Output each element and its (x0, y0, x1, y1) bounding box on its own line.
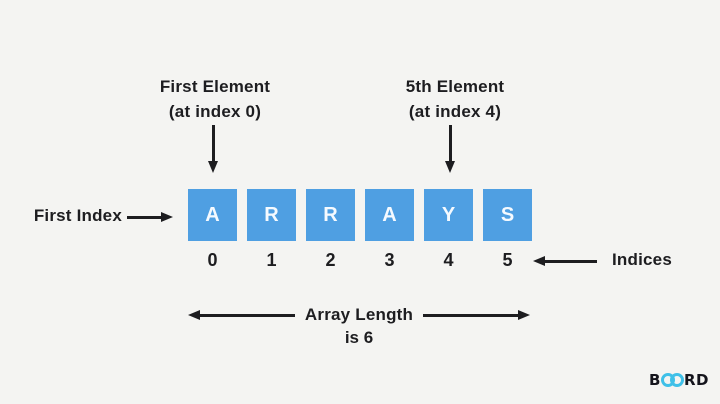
array-cell: S (483, 189, 532, 241)
arrow-head (445, 161, 455, 173)
first-element-line1: First Element (159, 77, 271, 96)
index-number: 5 (502, 250, 513, 270)
index-number: 4 (443, 250, 454, 270)
array-length-label: Array Length (304, 305, 414, 324)
logo-text-suffix: RD (683, 371, 709, 389)
array-length-value: is 6 (344, 328, 374, 347)
arrow-left-indices-icon (533, 253, 597, 269)
index-number: 0 (207, 250, 218, 270)
array-cells-row: A R R A Y S (188, 189, 532, 241)
arrow-shaft (127, 215, 161, 219)
board-infinity-logo: B RD (649, 371, 709, 389)
array-cell: R (247, 189, 296, 241)
fifth-element-label: 5th Element (at index 4) (355, 74, 555, 124)
arrow-head (533, 256, 545, 266)
index-number: 3 (384, 250, 395, 270)
logo-text-prefix: B (649, 371, 661, 389)
arrow-right-first-index-icon (127, 209, 173, 225)
fifth-element-line2: (at index 4) (408, 102, 502, 121)
first-index-label: First Index (33, 206, 122, 225)
index-number: 1 (266, 250, 277, 270)
fifth-element-line1: 5th Element (405, 77, 505, 96)
array-cell: A (365, 189, 414, 241)
indices-label: Indices (612, 250, 672, 269)
array-cell: Y (424, 189, 473, 241)
arrow-shaft (448, 125, 452, 161)
arrow-shaft (545, 259, 597, 263)
arrow-shaft (200, 313, 295, 317)
first-element-label: First Element (at index 0) (115, 74, 315, 124)
array-cell: R (306, 189, 355, 241)
arrow-head (161, 212, 173, 222)
array-cell: A (188, 189, 237, 241)
index-number-row: 0 1 2 3 4 5 (188, 250, 532, 271)
arrow-shaft (423, 313, 519, 317)
arrow-head-left (188, 310, 200, 320)
array-length-annotation: Array Length (188, 303, 531, 327)
arrow-shaft (211, 125, 215, 161)
logo-ring-icon (669, 373, 684, 387)
arrow-down-to-index0-icon (207, 125, 219, 173)
arrow-head (208, 161, 218, 173)
arrow-down-to-index4-icon (444, 125, 456, 173)
arrow-head-right (518, 310, 531, 320)
first-element-line2: (at index 0) (168, 102, 262, 121)
index-number: 2 (325, 250, 336, 270)
